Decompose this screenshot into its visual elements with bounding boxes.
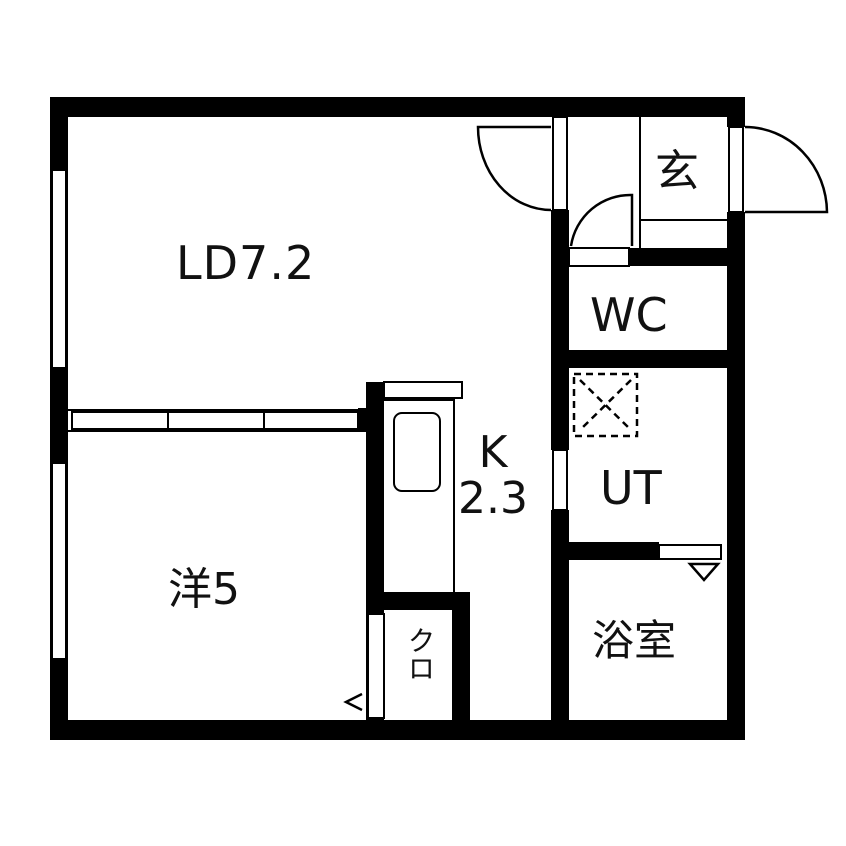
kitchen-counter [383,381,463,592]
door-marker-bath [687,562,721,582]
door-swing-wc-hall [569,193,634,247]
closet-label-text: クロ [403,626,437,682]
room-label-ld: LD7.2 [176,236,316,290]
kitchen-sink [393,412,441,492]
room-label-wc: WC [590,288,668,342]
kitchen-label-line2: 2.3 [458,473,528,525]
washing-machine-space [572,372,639,438]
doors [343,116,829,712]
room-label-bathroom: 浴室 [592,616,677,665]
room-label-kitchen: K 2.3 [458,427,528,525]
door-marker-closet [343,692,363,712]
window-closet-door [367,613,385,719]
room-label-utility: UT [600,461,662,515]
door-swing-ld [476,125,552,212]
window-kitchen-ut [552,449,568,511]
window-western-left [51,462,67,660]
room-label-closet: クロ [400,626,440,690]
window-ld-left [51,169,67,369]
sliding-door-partition [68,409,366,432]
room-label-entrance: 玄 [655,146,699,197]
room-label-western: 洋5 [168,564,240,615]
door-swing-entrance [744,125,829,214]
windows [51,169,568,719]
kitchen-label-line1: K [478,427,508,478]
